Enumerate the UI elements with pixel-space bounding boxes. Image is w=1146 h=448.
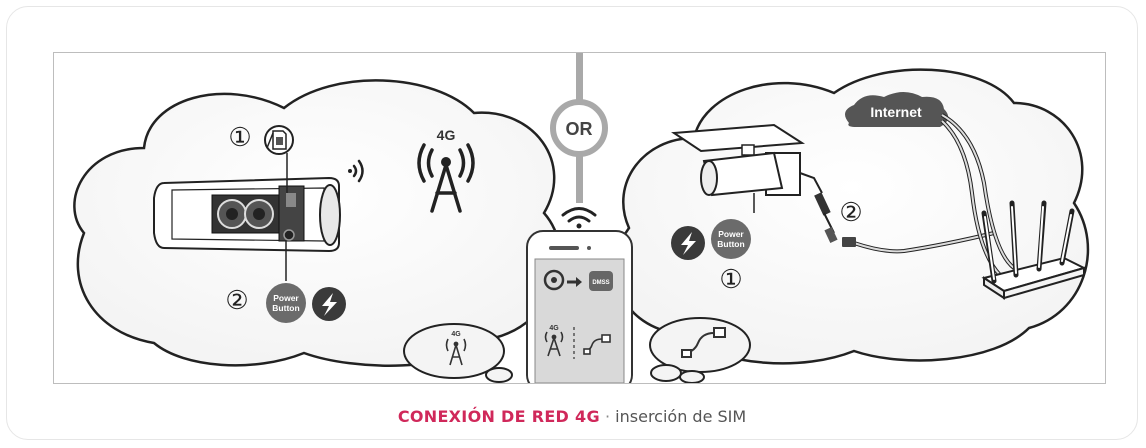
left-step2-marker: ② xyxy=(225,285,248,315)
dmss-app-icon xyxy=(589,271,613,291)
setup-diagram: OR DMSS 4G xyxy=(73,53,1090,383)
internet-cloud: Internet xyxy=(845,92,949,127)
svg-text:DMSS: DMSS xyxy=(592,280,609,286)
sim-card-icon xyxy=(264,125,294,155)
svg-text:Button: Button xyxy=(272,303,299,313)
figure-caption: CONEXIÓN DE RED 4G · inserción de SIM xyxy=(7,407,1137,426)
wireless-signal-icon xyxy=(348,159,364,183)
svg-text:4G: 4G xyxy=(437,127,456,143)
svg-text:4G: 4G xyxy=(549,325,559,332)
bubble-ethernet-icon xyxy=(681,327,726,358)
left-step1-marker: ① xyxy=(228,122,251,152)
svg-text:①: ① xyxy=(228,122,251,152)
4g-tower-icon: 4G xyxy=(417,127,475,213)
diagram-frame: OR DMSS 4G xyxy=(53,52,1106,384)
svg-text:4G: 4G xyxy=(451,331,461,338)
caption-title: CONEXIÓN DE RED 4G xyxy=(397,407,600,426)
svg-text:Button: Button xyxy=(717,239,744,249)
ethernet-cable xyxy=(842,231,995,254)
camera-icon xyxy=(543,269,565,291)
bubble-dot-right xyxy=(650,364,682,382)
or-badge xyxy=(550,99,608,157)
right-step1-marker: ① xyxy=(719,264,742,294)
content-card: OR DMSS 4G xyxy=(6,6,1138,440)
right-lightning-icon xyxy=(671,226,705,260)
solar-camera xyxy=(671,123,838,244)
router xyxy=(981,200,1087,300)
right-power-button: Power Button xyxy=(711,219,751,259)
left-lightning-icon xyxy=(312,287,346,321)
svg-text:Power: Power xyxy=(718,229,744,239)
wifi-icon xyxy=(561,207,597,229)
caption-subtitle: inserción de SIM xyxy=(615,407,747,426)
right-step2-marker: ② xyxy=(839,197,862,227)
left-power-button: Power Button xyxy=(266,283,306,323)
camera-device xyxy=(153,176,341,253)
mini-ethernet-icon xyxy=(583,334,611,355)
arrow-right-icon xyxy=(576,277,582,287)
bubble-ethernet xyxy=(649,317,751,373)
svg-text:Internet: Internet xyxy=(870,104,922,120)
bubble-tower-icon: 4G xyxy=(445,331,467,366)
svg-text:Power: Power xyxy=(273,293,299,303)
or-label: OR xyxy=(566,119,593,139)
phone: DMSS 4G xyxy=(526,230,633,383)
bubble-dot-left xyxy=(485,367,513,383)
caption-separator: · xyxy=(604,407,611,426)
mini-tower-icon xyxy=(544,331,564,357)
